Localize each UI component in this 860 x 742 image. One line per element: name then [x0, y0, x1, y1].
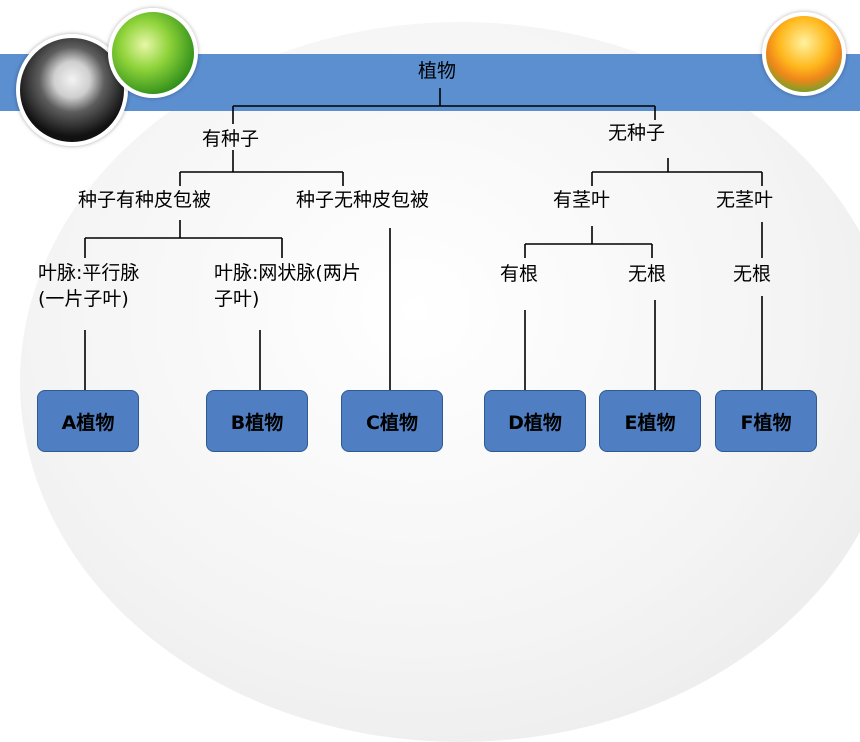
node-has-root: 有根	[500, 263, 539, 285]
plant-box-e: E植物	[599, 390, 701, 452]
node-without-seeds: 无种子	[608, 122, 666, 144]
plant-box-b: B植物	[206, 390, 308, 452]
plant-box-a: A植物	[37, 390, 139, 452]
node-no-root-2: 无根	[733, 263, 772, 285]
node-net-veins: 叶脉:网状脉(两片 子叶)	[214, 260, 361, 312]
node-seed-covered: 种子有种皮包被	[78, 189, 212, 211]
node-has-stem-leaf: 有茎叶	[553, 189, 611, 211]
node-with-seeds: 有种子	[202, 128, 260, 150]
node-no-stem-leaf: 无茎叶	[716, 189, 774, 211]
node-parallel-veins: 叶脉:平行脉 (一片子叶)	[38, 260, 139, 312]
parallel-veins-line2: (一片子叶)	[38, 288, 129, 310]
plant-box-c: C植物	[341, 390, 443, 452]
background-circle	[20, 22, 860, 742]
net-veins-line1: 叶脉:网状脉(两片	[214, 262, 361, 284]
leaf-image	[108, 8, 198, 98]
parallel-veins-line1: 叶脉:平行脉	[38, 262, 140, 284]
plant-box-d: D植物	[484, 390, 586, 452]
node-no-root-1: 无根	[628, 263, 667, 285]
plant-box-f: F植物	[715, 390, 817, 452]
tulip-image	[762, 12, 846, 96]
net-veins-line2: 子叶)	[214, 288, 260, 310]
root-node: 植物	[418, 60, 457, 82]
node-seed-uncovered: 种子无种皮包被	[296, 189, 430, 211]
tree-connectors	[84, 88, 763, 390]
